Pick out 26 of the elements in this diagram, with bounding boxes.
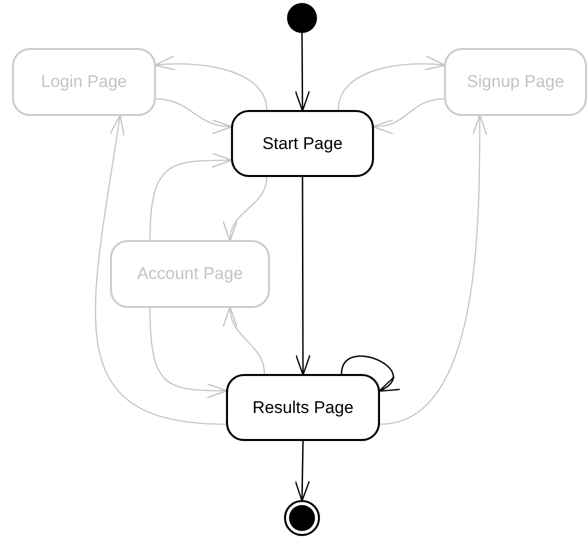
arrow [149,152,233,240]
state-label: Login Page [40,71,128,93]
arrow [372,98,444,134]
arrow [224,176,268,242]
state-box [444,48,587,116]
arrow [295,177,311,376]
arrow [380,114,488,425]
state-box [226,374,380,441]
arrow [156,98,233,134]
initial-state [287,3,317,33]
arrow [224,306,266,374]
state-box [110,240,270,308]
state-box [231,110,374,177]
arrow [294,33,310,112]
arrow [94,114,226,425]
arrow [149,308,228,398]
state-label: Signup Page [466,71,564,93]
arrow [338,56,446,110]
final-state [284,500,320,536]
arrow [294,440,310,502]
state-label: Results Page [252,396,354,418]
state-label: Start Page [262,132,343,154]
state-label: Account Page [137,263,243,285]
arrow [340,355,401,392]
arrow [154,56,268,110]
state-box [12,48,156,116]
